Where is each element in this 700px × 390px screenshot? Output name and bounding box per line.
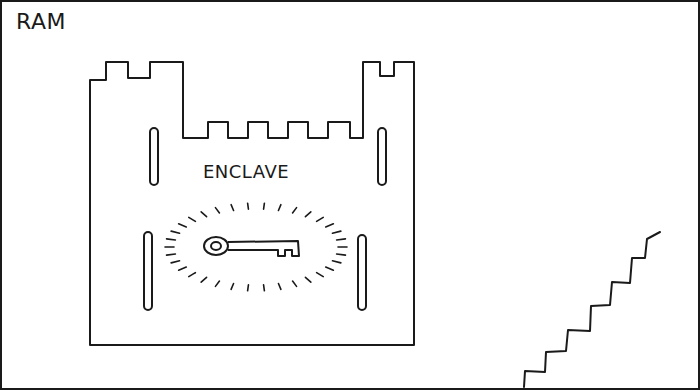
- glow-ray: [317, 273, 324, 277]
- glow-ray: [338, 246, 347, 248]
- glow-ray: [332, 231, 340, 233]
- castle-wall: [90, 62, 414, 345]
- key-icon: [204, 237, 299, 256]
- glow-ray: [167, 254, 176, 255]
- glow-ray: [305, 277, 310, 282]
- glow-ray: [326, 267, 334, 270]
- region-label: RAM: [16, 9, 66, 34]
- glow-ray: [278, 284, 280, 290]
- glow-ray: [201, 212, 206, 217]
- glow-ray: [278, 205, 280, 211]
- glow-ray: [179, 224, 187, 227]
- castle-outline: [88, 58, 418, 350]
- glow-ray: [293, 208, 297, 213]
- glow-ray: [247, 285, 249, 291]
- glow-ray: [201, 277, 206, 282]
- window-slit: [358, 235, 366, 310]
- staircase: [524, 232, 660, 387]
- glow-ray: [179, 267, 187, 270]
- glow-ray: [165, 246, 174, 248]
- glow-ray: [167, 239, 176, 240]
- glow-ray: [171, 261, 179, 263]
- glow-ray: [263, 203, 265, 209]
- window-slit: [144, 232, 152, 310]
- glow-ray: [231, 284, 233, 290]
- enclave-label: ENCLAVE: [203, 162, 289, 183]
- glow-ray: [305, 212, 310, 217]
- glow-ray: [317, 217, 324, 221]
- window-slit: [150, 128, 158, 185]
- glow-ray: [171, 231, 179, 233]
- window-slit: [378, 128, 386, 185]
- glow-ray: [215, 208, 219, 213]
- enclave-castle: ENCLAVE: [88, 58, 418, 350]
- glow-ray: [337, 239, 346, 240]
- glow-ray: [326, 224, 334, 227]
- glow-ray: [247, 203, 249, 209]
- glow-ray: [293, 281, 297, 286]
- glow-ray: [189, 217, 196, 221]
- glow-ray: [263, 285, 265, 291]
- glow-ray: [337, 254, 346, 255]
- glow-ray: [189, 273, 196, 277]
- glow-ray: [231, 205, 233, 211]
- glow-ray: [215, 281, 219, 286]
- glow-ray: [332, 261, 340, 263]
